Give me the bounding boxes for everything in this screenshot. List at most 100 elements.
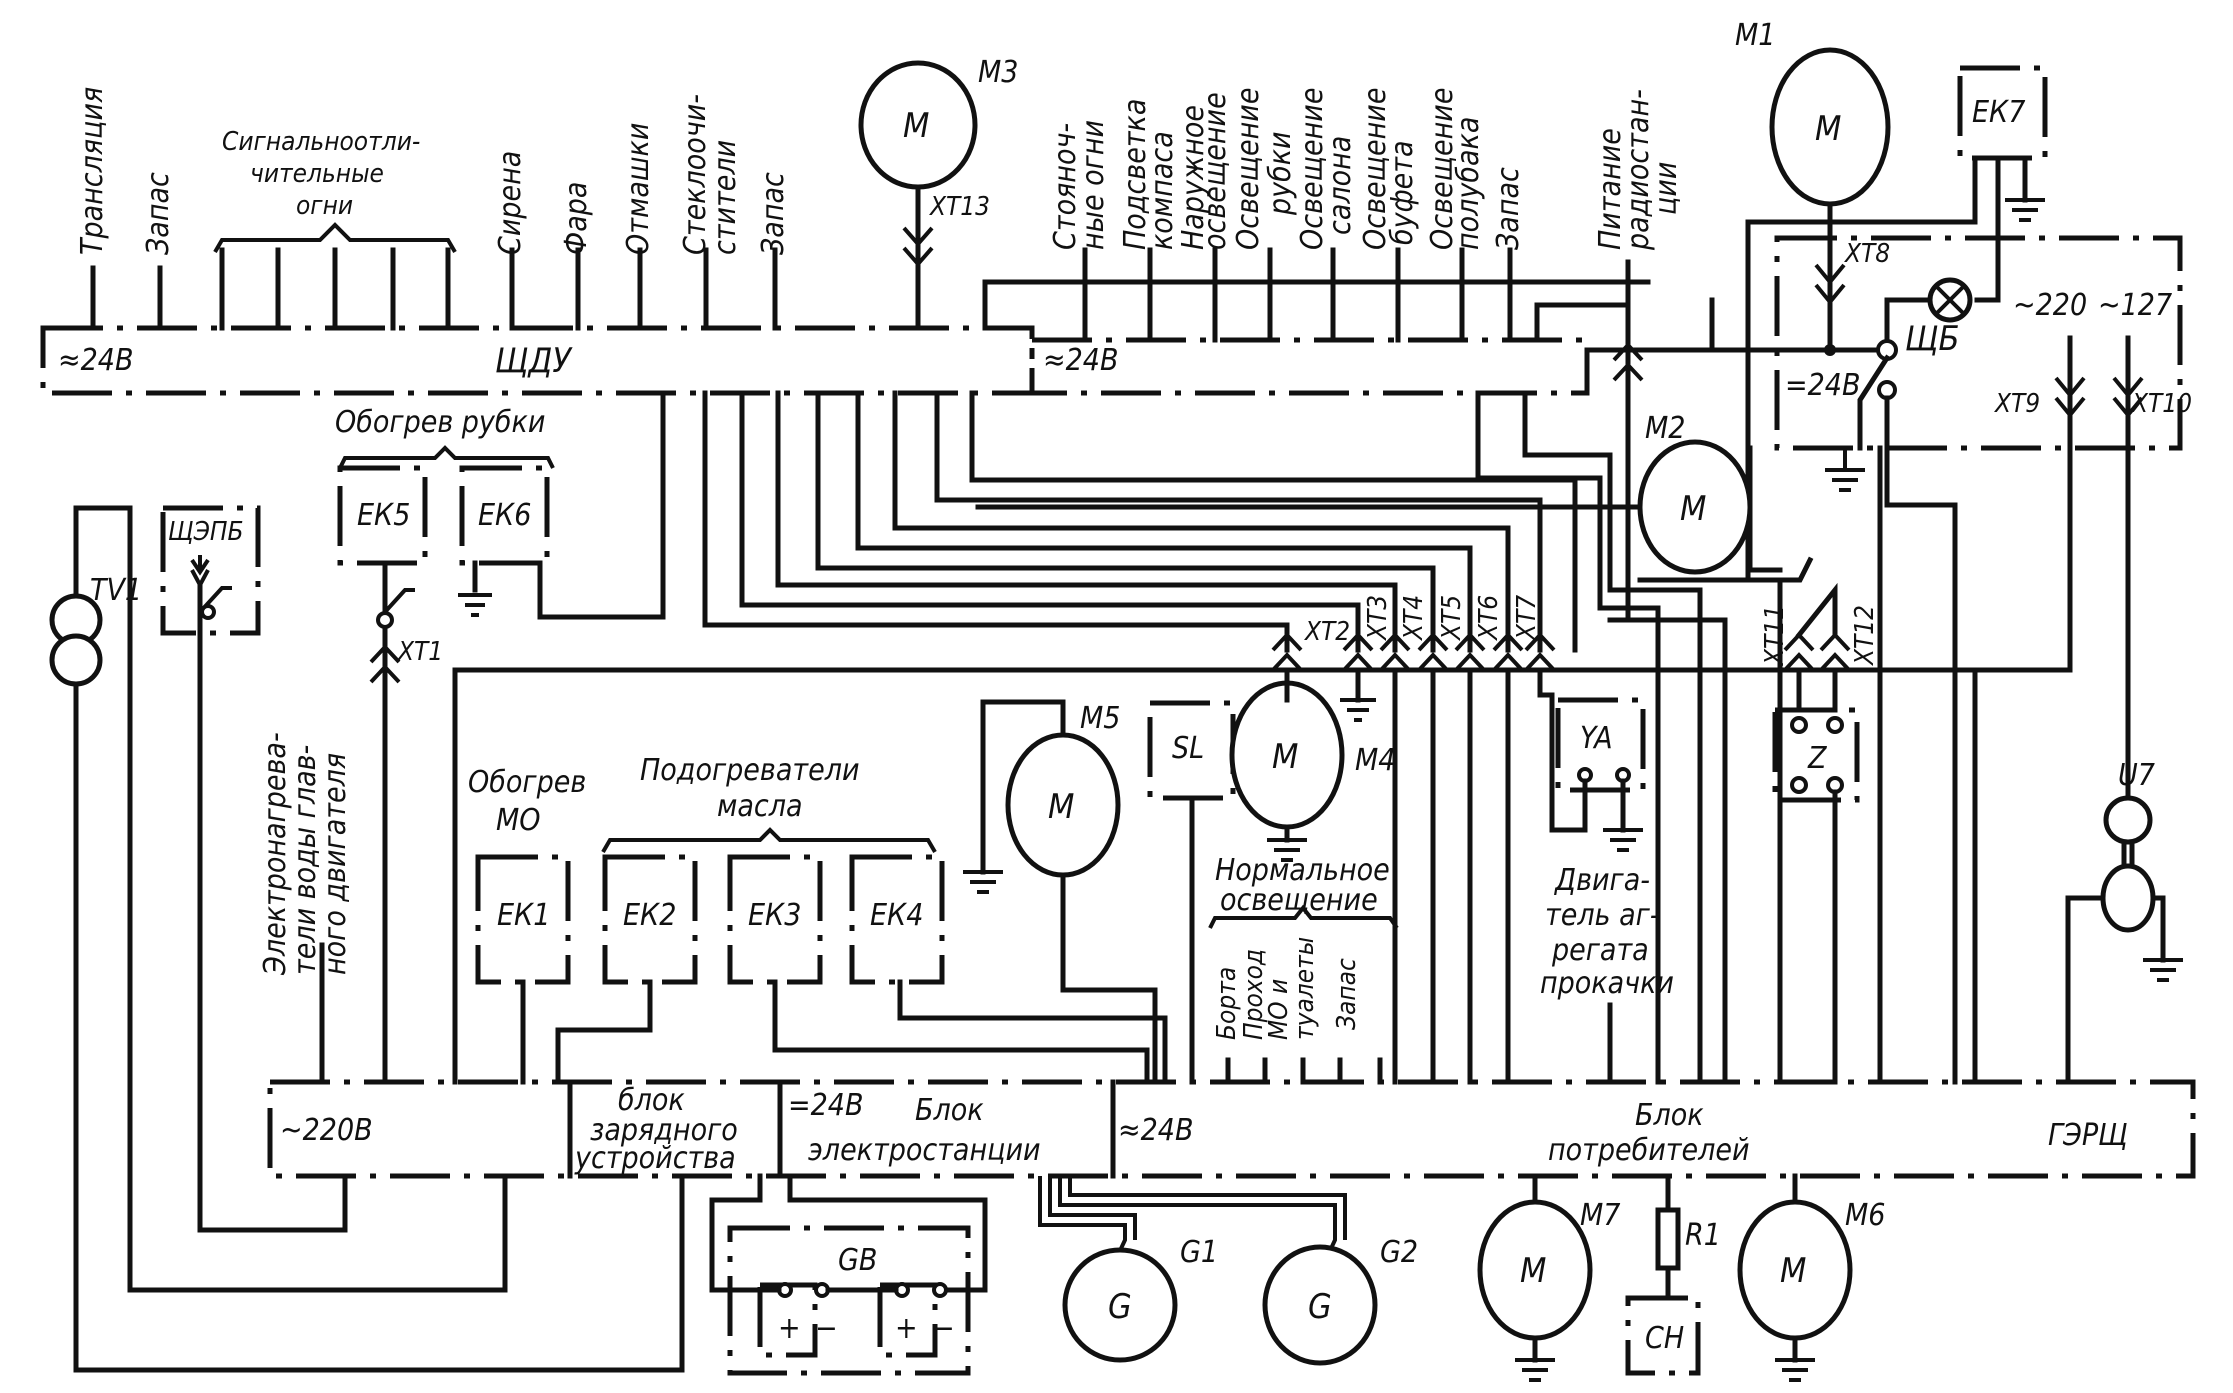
lighting-reserve-label: Запас [1332,958,1362,1030]
converter-u7-label: U7 [2118,758,2155,793]
connector-xt9-icon [2054,376,2086,419]
signal-lights-brace [213,222,457,254]
engine-room-heating-label-1: Обогрев [468,765,586,800]
motor-m5: M M5 [963,699,1158,1085]
ground-icon [1825,448,1865,492]
top-right-labels: Стояноч- ные огни Подсветка компаса Нару… [1048,88,1684,251]
transformer-tv1-label: TV1 [90,573,142,608]
heater-ek7: ЕК7 [1745,65,2048,1085]
top-right-feeders [982,247,1651,343]
label-reserve-2: Запас [756,172,791,255]
filter-z-label: Z [1807,741,1827,776]
label-forecastle-light-2: полубака [1451,117,1486,250]
generator-g2-ref: G2 [1380,1235,1418,1270]
motor-m7-symbol: M [1520,1251,1546,1291]
label-exterior-light-1: Наружное [1176,105,1211,250]
motor-m5-symbol: M [1048,787,1074,827]
label-radio-2: радиостан- [1621,89,1656,251]
lighting-passage-label: Проход [1239,949,1269,1040]
generator-g1-ref: G1 [1180,1235,1218,1270]
connector-xt6-icon [1454,632,1486,672]
wire-bundle [702,390,1814,1085]
shb-voltage: =24В [1785,368,1860,403]
heater-ek2-label: ЕК2 [623,898,676,933]
ground-icon [1775,1358,1815,1382]
shb-ac127: ~127 [2098,288,2172,323]
resistor-r1: R1 СН [1625,1173,1721,1376]
connector-xt9-label: XT9 [1994,389,2040,419]
consumers-label-2: потребителей [1548,1133,1750,1168]
shdu-right-box [1029,337,1590,396]
water-heaters-label-2: тели воды глав- [288,745,323,975]
label-saloon-light-1: Освещение [1295,88,1330,250]
label-signal-lights-2: чительные [250,159,384,189]
label-saloon-light-2: салона [1323,136,1358,235]
shepb-connector-icon [190,555,210,590]
consumers-label-1: Блок [1635,1098,1704,1133]
label-wheelhouse-light-2: рубки [1263,131,1298,216]
ch-label: СН [1645,1321,1684,1356]
motor-m6: M M6 [1737,1173,1885,1382]
motor-m6-ref: M6 [1845,1198,1885,1233]
transformer-tv1: TV1 [49,505,685,1373]
ground-icon [2005,198,2045,222]
label-headlight: Фара [559,182,594,255]
charger-label-2: зарядного [590,1113,738,1148]
motor-m4-ref: M4 [1355,743,1395,778]
connector-xt2-icon [1271,632,1303,672]
connector-xt2-label: XT2 [1304,617,1350,647]
connector-xt1-icon [369,644,401,684]
radio-feed [1612,259,1644,623]
motor-m4: M M4 [1229,680,1395,862]
battery-plus-1: + [778,1311,801,1346]
connector-xt7-label: XT7 [1512,595,1542,641]
connector-xt5-label: XT5 [1437,595,1467,641]
sl-label: SL [1172,731,1204,766]
consumers-voltage: ≈24В [1118,1113,1193,1148]
r1-label: R1 [1685,1218,1721,1253]
battery-plus-2: + [895,1311,918,1346]
lighting-sides-label: Борта [1212,967,1242,1040]
label-signal-lights-3: огни [296,191,353,221]
motor-m4-symbol: M [1272,737,1298,777]
motor-m1-symbol: M [1815,109,1841,149]
connector-xt10-label: XT10 [2131,389,2192,419]
connector-xt4-label: XT4 [1399,595,1429,641]
motor-m7-ref: M7 [1580,1198,1620,1233]
label-exterior-light-2: освещение [1198,92,1233,250]
lighting-toilets-label: туалеты [1290,937,1320,1040]
connector-xt11-label: XT11 [1760,605,1790,666]
label-parking-lights-2: ные огни [1076,120,1111,250]
heater-ek5-label: ЕК5 [357,498,410,533]
label-signal-lights-1: Сигнальноотли- [222,127,420,157]
connector-xt10-icon [2112,376,2144,419]
label-wipers-2: стители [708,140,743,255]
consumer-risers [1607,445,1978,1085]
motor-m1: M M1 XT8 [1735,18,1891,356]
shdu-label: ЩДУ [495,341,573,381]
panel-shb: ЩБ =24В ~220 ~127 XT9 XT10 [1584,235,2192,1085]
normal-lighting-label-1: Нормальное [1215,853,1390,888]
shepb-label: ЩЭПБ [168,517,244,547]
battery-gb: GB + − + − [709,1173,988,1376]
ground-icon [2143,958,2183,982]
ground-icon [458,593,492,617]
connector-xt1-label: XT1 [397,637,443,667]
heater-ek7-label: ЕК7 [1972,95,2025,130]
ya-label: YA [1580,721,1613,756]
label-compass-light-2: компаса [1145,131,1180,250]
label-forecastle-light-1: Освещение [1425,88,1460,250]
switch-icon [383,588,415,614]
pump-motor-label-4: прокачки [1540,966,1674,1001]
ground-icon [1515,1358,1555,1382]
engine-room-heaters: Обогрев МО Подогреватели масла ЕК1 ЕК2 Е… [468,753,1168,1085]
motor-m2: M M2 [1645,411,1706,529]
wheelhouse-heating: Обогрев рубки ЕК5 ЕК6 XT1 [335,390,666,1085]
lighting-engine-room-label: МО и [1264,979,1294,1040]
label-signal-flags: Отмашки [621,123,656,255]
pump-motor-label-2: тель аг- [1545,898,1660,933]
motor-m6-symbol: M [1780,1251,1806,1291]
water-heaters-label-3: ного двигателя [318,753,353,975]
shb-ac220: ~220 [2013,288,2087,323]
connector-xt13-icon [902,226,934,268]
